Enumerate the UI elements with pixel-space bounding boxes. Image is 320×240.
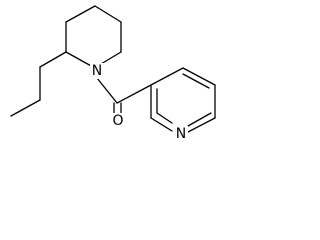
bond-py-c2-n1 (150, 117, 173, 132)
bond-carbonyl-c-pyridine (116, 84, 152, 104)
structure-canvas: N O N (0, 0, 246, 150)
bond-py-c2-n1-inner (156, 112, 173, 124)
label-o-carbonyl: O (112, 113, 123, 129)
atom-o-carbonyl: O (111, 113, 125, 129)
bond-py-n1-c6-inner (187, 112, 212, 127)
bond-n1-carbonyl-c (96, 77, 118, 104)
piperidine-ring (65, 5, 122, 68)
bond-c2-ethyl-ch2 (39, 51, 67, 68)
label-n-pyridine: N (176, 126, 186, 142)
bond-py-c5-c4-inner (182, 73, 210, 89)
atom-n-pyridine: N (173, 126, 188, 142)
bond-ethyl-ch3-end (10, 99, 41, 117)
bond-n1-c2 (65, 51, 94, 68)
bond-c4-c5 (94, 5, 122, 23)
bond-py-n1-c6 (187, 117, 216, 133)
atom-n-piperidine: N (90, 63, 104, 79)
molecule-drawing: N O N (10, 5, 216, 142)
bond-py-c4-c3 (150, 67, 184, 86)
bond-c6-n1 (100, 51, 122, 65)
bond-c3-c4 (65, 5, 96, 23)
ethyl-group (10, 51, 67, 117)
pyridine-ring (150, 67, 216, 133)
amide-linkage (96, 77, 152, 116)
bond-py-c5-c4 (182, 67, 216, 86)
label-n-piperidine: N (92, 63, 102, 79)
